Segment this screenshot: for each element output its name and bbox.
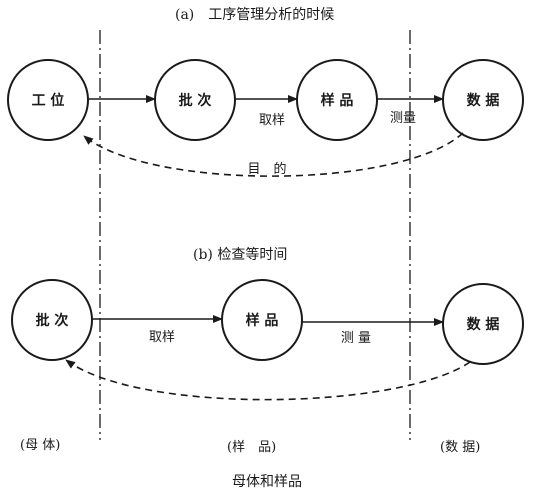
- arrow-b-sampling-label: 取样: [149, 330, 175, 345]
- node-b-batch-label: 批 次: [36, 312, 69, 329]
- feedback-a-label: 目 的: [247, 161, 286, 177]
- feedback-arrow-b: [65, 359, 471, 401]
- arrow-a-measure-label: 测量: [390, 111, 416, 126]
- figure-caption: 母体和样品: [232, 474, 302, 490]
- zone-data-label: (数 据): [440, 440, 480, 455]
- node-a-workstation: [7, 59, 89, 141]
- title-b: (b) 检查等时间: [193, 246, 287, 263]
- node-b-data-label: 数 据: [467, 316, 500, 333]
- node-a-data-label: 数 据: [467, 92, 500, 109]
- feedback-arrow-a: [83, 132, 464, 177]
- zone-sample-label: (样 品): [227, 440, 276, 455]
- title-a: (a) 工序管理分析的时候: [175, 7, 334, 23]
- node-a-batch-label: 批 次: [179, 92, 212, 109]
- zone-population-label: (母 体): [20, 438, 60, 453]
- node-b-sample-label: 样 品: [246, 312, 279, 329]
- node-a-workstation-label: 工 位: [32, 92, 65, 109]
- arrow-b-measure-label: 测 量: [341, 331, 371, 346]
- node-b-batch: [11, 279, 93, 361]
- arrow-a-sampling-label: 取样: [259, 113, 285, 128]
- node-a-sample-label: 样 品: [321, 92, 354, 109]
